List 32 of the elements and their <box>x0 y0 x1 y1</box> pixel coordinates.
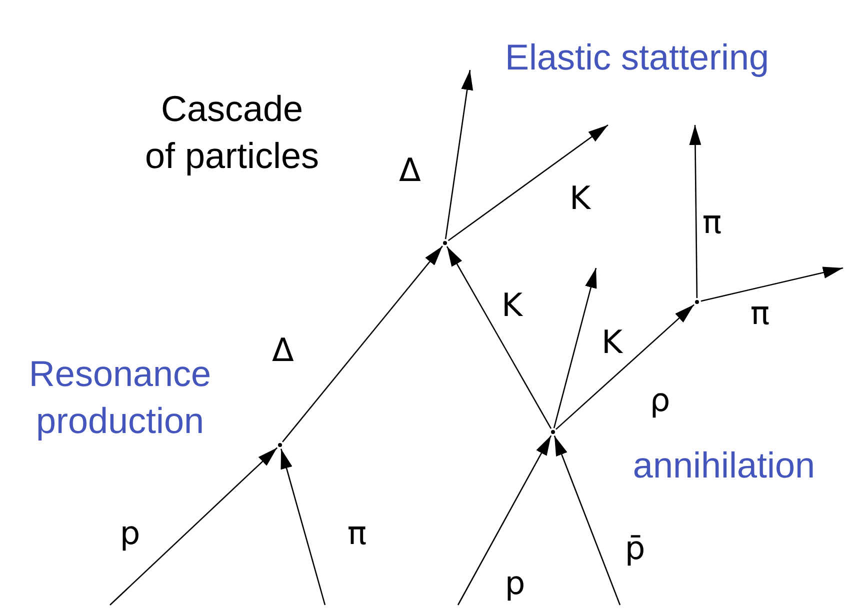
particle-track-arrow <box>553 268 597 428</box>
particle-label: π <box>702 206 722 238</box>
particle-label: p <box>504 567 526 599</box>
process-caption: annihilation <box>632 444 816 488</box>
process-caption: Cascade of particles <box>144 87 320 178</box>
interaction-vertex <box>551 430 555 434</box>
process-caption: Resonance production <box>28 352 212 443</box>
particle-track-arrow <box>282 246 443 442</box>
particle-track-arrow <box>110 447 278 606</box>
particle-label: ρ <box>650 384 670 416</box>
particle-track-arrow <box>556 304 694 430</box>
particle-track-arrow <box>689 125 702 298</box>
particle-track-arrow <box>444 70 474 240</box>
interaction-vertex <box>278 443 282 447</box>
particle-track-arrow <box>446 246 552 429</box>
particle-label: π <box>347 517 367 549</box>
particle-label: π <box>750 297 770 329</box>
particle-label: p <box>120 517 140 549</box>
particle-label: Δ <box>272 334 294 366</box>
particle-label: p̄ <box>624 532 646 564</box>
interaction-vertex <box>695 300 699 304</box>
particle-label: K <box>602 326 622 358</box>
particle-track-arrow <box>700 266 844 302</box>
particle-track-arrow <box>457 435 552 606</box>
particle-label: K <box>570 182 590 214</box>
particle-label: Δ <box>399 154 421 186</box>
particle-track-arrow <box>448 124 608 242</box>
particle-track-arrow <box>280 448 326 606</box>
particle-label: K <box>502 289 522 321</box>
interaction-vertex <box>443 241 447 245</box>
process-caption: Elastic stattering <box>504 36 770 80</box>
particle-track-arrow <box>554 436 621 606</box>
